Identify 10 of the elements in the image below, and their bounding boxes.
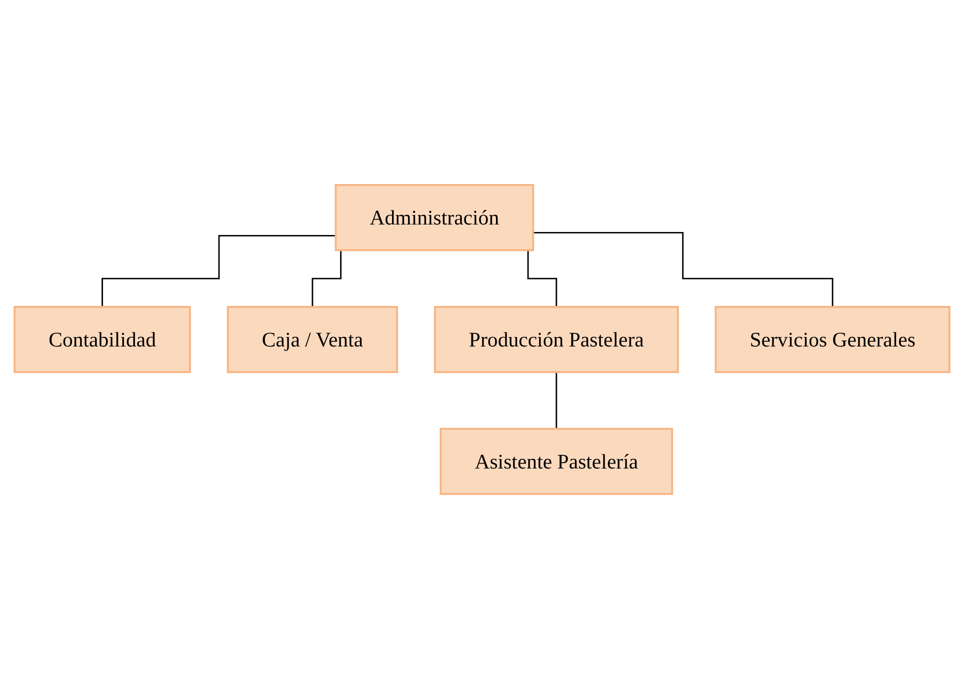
node-box xyxy=(14,305,191,373)
connector xyxy=(102,234,336,308)
connector xyxy=(556,370,558,430)
node-box xyxy=(334,184,534,251)
org-chart: Administración Contabilidad Caja / Venta Producción Pastelera Servicios Generales Asistente Pastelería xyxy=(7,6,957,672)
node-box xyxy=(440,427,674,494)
node-box xyxy=(434,305,679,373)
connector xyxy=(533,231,834,308)
node-box xyxy=(714,305,950,373)
node-box xyxy=(226,305,398,373)
